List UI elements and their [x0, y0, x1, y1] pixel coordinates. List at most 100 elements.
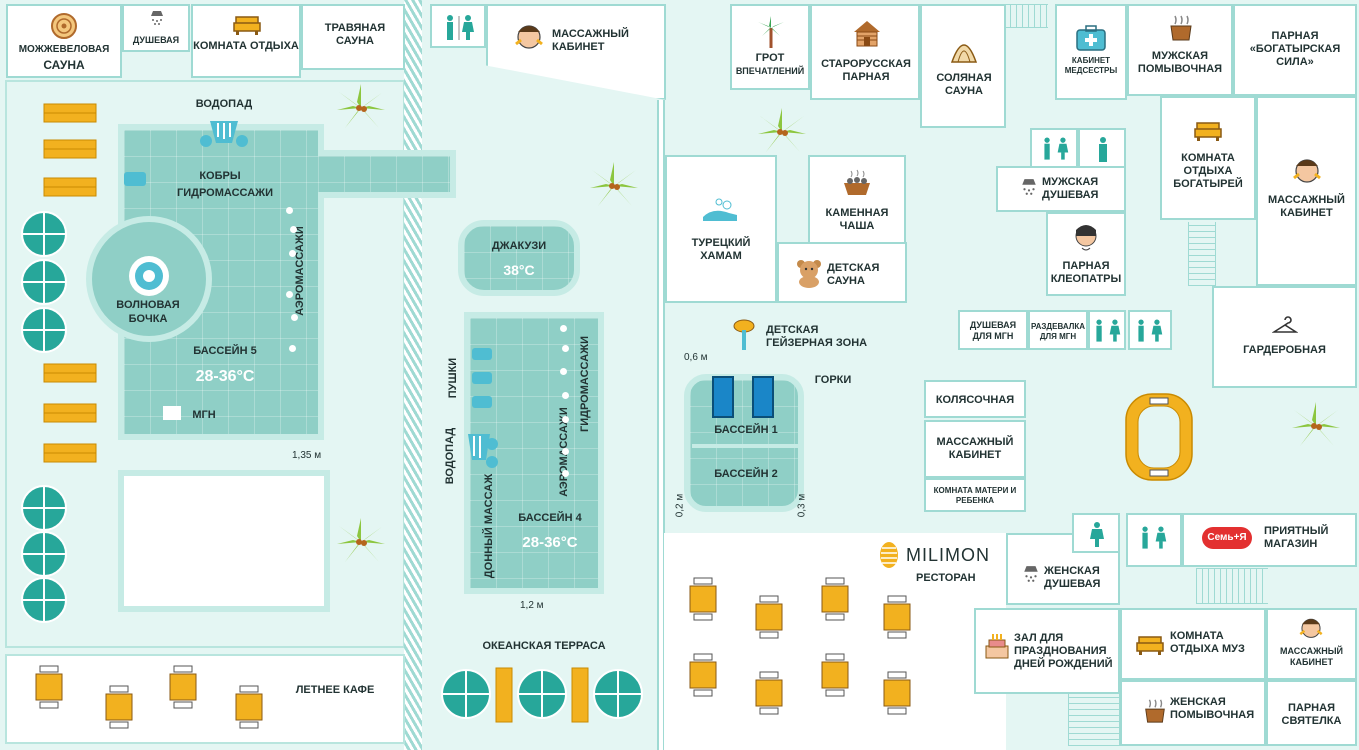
- svyatelka-label: Парная Святелка: [1281, 702, 1342, 728]
- juniper-sauna[interactable]: Можжевеловая сауна: [6, 4, 122, 78]
- bath-bucket-icon: [1145, 699, 1165, 723]
- jacuzzi-temp: 38°C: [503, 262, 535, 278]
- cannon-icon: [472, 348, 492, 360]
- geyser-icon: [733, 319, 755, 350]
- mens-shower[interactable]: Мужская душевая: [996, 166, 1126, 212]
- cake-icon: [985, 634, 1009, 659]
- cobras-label: Кобры: [199, 170, 241, 182]
- slides-label: Горки: [814, 374, 852, 386]
- summer-cafe[interactable]: [5, 654, 405, 744]
- jacuzzi[interactable]: [458, 220, 580, 296]
- toilets-mid-1[interactable]: [1030, 128, 1078, 168]
- summer-cafe-label: Летнее кафе: [295, 684, 375, 696]
- pool-4-depth: 1,2 м: [520, 600, 544, 611]
- hydromassage-label: гидромассажи: [177, 187, 273, 199]
- birthday-hall[interactable]: Зал для празднования дней рождений: [974, 608, 1120, 694]
- herbal-sauna[interactable]: Травяная сауна: [301, 4, 405, 70]
- stone-bowl-icon: [844, 169, 870, 195]
- juniper-sauna-label-1: Можжевеловая: [18, 44, 110, 55]
- mother-child-room[interactable]: Комната матери и ребенка: [924, 478, 1026, 512]
- waterfall-pool4-label: Водопад: [444, 427, 456, 485]
- palm-icon: [337, 84, 385, 128]
- toilets-mid-2[interactable]: [1078, 128, 1126, 168]
- womens-shower[interactable]: Женская душевая: [1006, 533, 1120, 605]
- toilet-icon: [1142, 526, 1167, 549]
- toilets-bottom[interactable]: [1126, 513, 1182, 567]
- massage-2-label: Массажный кабинет: [1268, 194, 1345, 220]
- toilet-icon: [1138, 319, 1163, 342]
- mgn-lift-icon: [163, 406, 181, 420]
- waterfall-label: Водопад: [195, 98, 253, 110]
- stroller-room[interactable]: Колясочная: [924, 380, 1026, 418]
- kids-depth: 0,6 м: [684, 352, 708, 363]
- bubble: [286, 291, 293, 298]
- bubble: [290, 226, 297, 233]
- restaurant[interactable]: [664, 533, 1006, 750]
- shower-icon: [151, 11, 163, 25]
- bath-bucket-icon: [1170, 15, 1192, 41]
- restaurant-tables: [689, 577, 911, 715]
- wave-barrel-label-1: Волновая: [116, 299, 180, 311]
- toilet-female-1[interactable]: [1072, 513, 1120, 553]
- salt-sauna[interactable]: Соляная сауна: [920, 4, 1006, 128]
- pool-2-label: Бассейн 2: [714, 468, 778, 480]
- bubble: [291, 314, 298, 321]
- bogatyr-steam[interactable]: Парная «Богатырская сила»: [1233, 4, 1357, 96]
- shower-mgn[interactable]: Душевая для МГН: [958, 310, 1028, 350]
- toilet-icon: [1044, 137, 1069, 160]
- shower-label: Душевая: [132, 35, 180, 45]
- turkish-hamam-label: Турецкий хамам: [691, 237, 751, 263]
- pool-4[interactable]: [464, 312, 604, 594]
- changing-mgn-label: Раздевалка для МГН: [1031, 322, 1085, 341]
- stone-bowl[interactable]: Каменная чаша: [808, 155, 906, 245]
- massage-room-1[interactable]: Массажный кабинет: [486, 4, 666, 100]
- bogatyr-rest[interactable]: Комната отдыха богатырей: [1160, 96, 1256, 220]
- bubble: [560, 368, 567, 375]
- massage-room-3[interactable]: Массажный кабинет: [924, 420, 1026, 478]
- bubble: [560, 325, 567, 332]
- svyatelka-steam[interactable]: Парная Святелка: [1266, 680, 1357, 746]
- slide-left[interactable]: [712, 376, 734, 418]
- rest-room[interactable]: Комната отдыха: [191, 4, 301, 78]
- toilets-right[interactable]: [1128, 310, 1172, 350]
- stroller-label: Колясочная: [935, 394, 1015, 406]
- shop[interactable]: Семь+Я Приятный магазин: [1182, 513, 1357, 567]
- hanger-icon: [1272, 316, 1298, 333]
- hydromassage-pool4-label: Гидромассажи: [579, 336, 591, 432]
- grotto[interactable]: Грот впечатлений: [730, 4, 810, 90]
- shower-room-small[interactable]: Душевая: [122, 4, 190, 52]
- massage-room-4[interactable]: Массажный кабинет: [1266, 608, 1357, 680]
- kids-sauna[interactable]: Детская сауна: [777, 242, 907, 303]
- mens-wash[interactable]: Мужская помывочная: [1127, 4, 1233, 96]
- wardrobe[interactable]: Гардеробная: [1212, 286, 1357, 388]
- wave-barrel[interactable]: [84, 214, 214, 344]
- cleopatra-steam[interactable]: Парная Клеопатры: [1046, 212, 1126, 296]
- mother-child-label: Комната матери и ребенка: [933, 486, 1017, 505]
- toilets-top[interactable]: [430, 4, 486, 48]
- slide-right[interactable]: [752, 376, 774, 418]
- womens-wash[interactable]: Женская помывочная: [1120, 680, 1266, 746]
- hand-soap-icon: [703, 198, 737, 221]
- birthday-hall-label: Зал для празднования дней рождений: [1014, 632, 1113, 671]
- shower-icon: [1024, 566, 1038, 582]
- turkish-hamam[interactable]: Турецкий хамам: [665, 155, 777, 303]
- bogatyr-steam-label: Парная «Богатырская сила»: [1249, 30, 1341, 69]
- teddy-bear-icon: [797, 260, 821, 288]
- mens-shower-label: Мужская душевая: [1042, 176, 1099, 202]
- ocean-terrace-label: Океанская терраса: [482, 640, 606, 652]
- nurse-office[interactable]: Кабинет медсестры: [1055, 4, 1127, 100]
- toilets-mgn[interactable]: [1088, 310, 1126, 350]
- cleopatra-label: Парная Клеопатры: [1050, 260, 1122, 286]
- bubble: [289, 345, 296, 352]
- pool-4-temp: 28-36°C: [522, 534, 578, 551]
- massage-room-2[interactable]: Массажный кабинет: [1256, 96, 1357, 286]
- changing-mgn[interactable]: Раздевалка для МГН: [1028, 310, 1088, 350]
- massage-1-label: Массажный кабинет: [552, 28, 629, 54]
- old-russian-steam[interactable]: Старорусская парная: [810, 4, 920, 100]
- muse-rest[interactable]: Комната отдыха муз: [1120, 608, 1266, 680]
- sofa-icon: [1136, 636, 1164, 655]
- terrace-umbrellas: [441, 667, 643, 723]
- massage-icon: [1299, 618, 1323, 638]
- shower-icon: [1022, 179, 1036, 195]
